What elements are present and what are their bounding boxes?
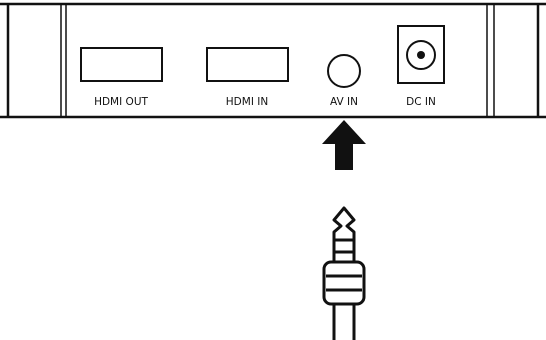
jack-tip	[332, 206, 356, 264]
hdmi-out-socket	[80, 47, 163, 82]
av-in-port: AV IN	[327, 54, 361, 108]
hdmi-in-label: HDMI IN	[226, 96, 268, 108]
jack-cable	[332, 304, 356, 340]
dc-in-socket-housing	[397, 25, 445, 84]
up-arrow-icon	[322, 120, 366, 170]
dc-in-socket-pin	[417, 51, 425, 59]
dc-in-socket-ring	[406, 40, 436, 70]
hdmi-out-label: HDMI OUT	[94, 96, 148, 108]
jack-grip	[322, 260, 366, 306]
av-in-socket	[327, 54, 361, 88]
dc-in-label: DC IN	[406, 96, 436, 108]
device-rear-panel	[0, 2, 546, 119]
hdmi-out-port: HDMI OUT	[80, 47, 163, 108]
av-jack-plug-icon	[322, 206, 366, 340]
av-in-label: AV IN	[330, 96, 358, 108]
hdmi-in-socket	[206, 47, 289, 82]
panel-outline	[0, 2, 546, 119]
hdmi-in-port: HDMI IN	[206, 47, 289, 108]
dc-in-port: DC IN	[397, 25, 445, 108]
